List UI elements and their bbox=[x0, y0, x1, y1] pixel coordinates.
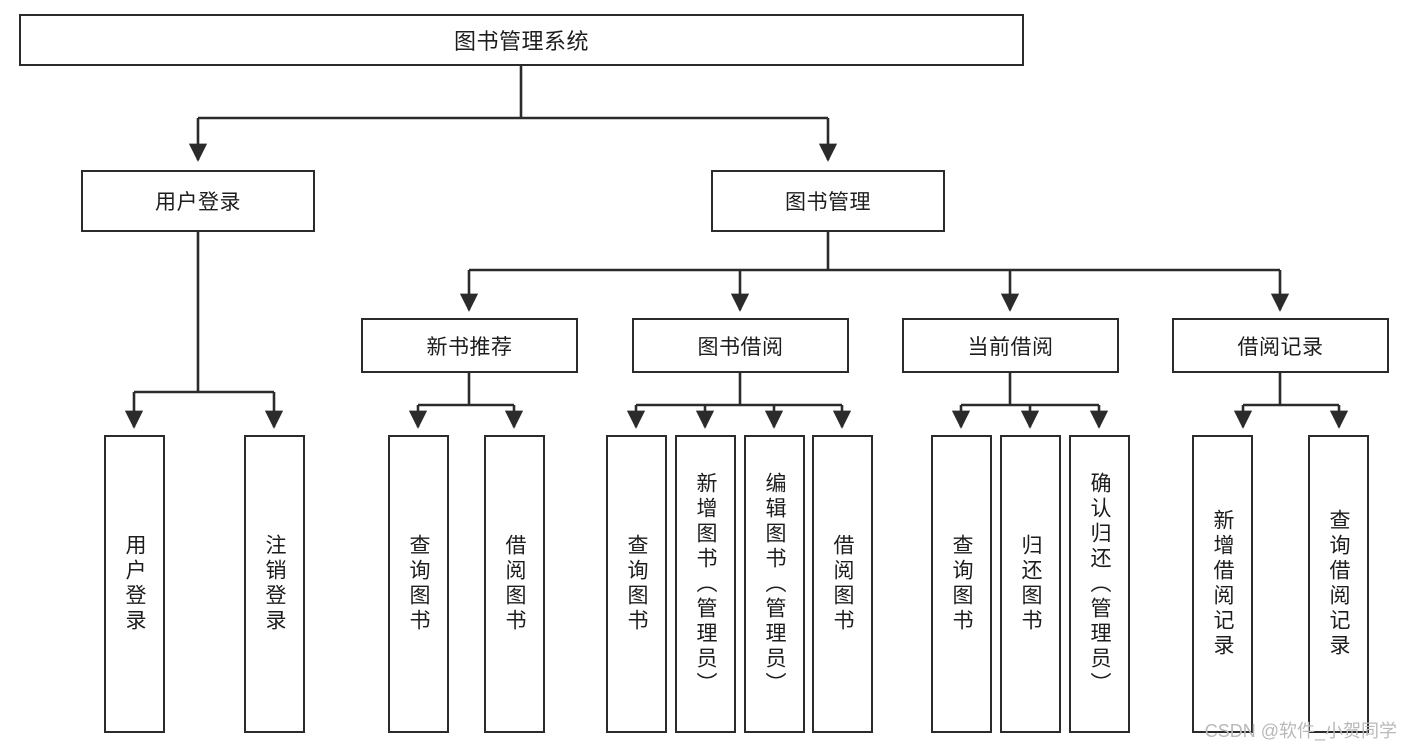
node-root-book-management-system[interactable]: 图书管理系统 bbox=[19, 14, 1024, 66]
node-label: 图书借阅 bbox=[697, 335, 784, 359]
node-borrow-record[interactable]: 借阅记录 bbox=[1172, 318, 1389, 373]
node-book-borrow[interactable]: 图书借阅 bbox=[632, 318, 849, 373]
node-label: 图书管理 bbox=[785, 191, 871, 214]
node-current-borrow[interactable]: 当前借阅 bbox=[902, 318, 1119, 373]
node-leaf-query-book-3[interactable]: 查询图书 bbox=[931, 435, 992, 733]
node-label: 查询图书 bbox=[625, 534, 648, 634]
node-leaf-query-book-1[interactable]: 查询图书 bbox=[388, 435, 449, 733]
node-label: 归还图书 bbox=[1019, 534, 1042, 634]
node-book-manage[interactable]: 图书管理 bbox=[711, 170, 945, 232]
node-leaf-borrow-book-2[interactable]: 借阅图书 bbox=[812, 435, 873, 733]
node-leaf-edit-book[interactable]: 编辑图书（管理员） bbox=[744, 435, 805, 733]
node-label: 新增图书（管理员） bbox=[694, 471, 717, 697]
csdn-watermark: CSDN @软件_小贺同学 bbox=[1204, 721, 1397, 741]
node-leaf-logout-login[interactable]: 注销登录 bbox=[244, 435, 305, 733]
node-label: 查询借阅记录 bbox=[1327, 509, 1350, 659]
node-label: 用户登录 bbox=[155, 191, 241, 214]
node-label: 当前借阅 bbox=[967, 335, 1054, 359]
node-label: 借阅记录 bbox=[1237, 335, 1324, 359]
node-label: 查询图书 bbox=[950, 534, 973, 634]
node-label: 编辑图书（管理员） bbox=[763, 471, 786, 697]
node-label: 注销登录 bbox=[263, 534, 286, 634]
node-label: 查询图书 bbox=[407, 534, 430, 634]
node-user-login[interactable]: 用户登录 bbox=[81, 170, 315, 232]
node-label: 用户登录 bbox=[123, 534, 146, 634]
node-leaf-user-login[interactable]: 用户登录 bbox=[104, 435, 165, 733]
node-leaf-return-book[interactable]: 归还图书 bbox=[1000, 435, 1061, 733]
node-leaf-confirm-return[interactable]: 确认归还（管理员） bbox=[1069, 435, 1130, 733]
node-leaf-query-book-2[interactable]: 查询图书 bbox=[606, 435, 667, 733]
node-leaf-add-book[interactable]: 新增图书（管理员） bbox=[675, 435, 736, 733]
node-label: 确认归还（管理员） bbox=[1088, 471, 1111, 697]
node-label: 借阅图书 bbox=[831, 534, 854, 634]
node-label: 新书推荐 bbox=[426, 335, 513, 359]
node-leaf-add-record[interactable]: 新增借阅记录 bbox=[1192, 435, 1253, 733]
node-leaf-borrow-book-1[interactable]: 借阅图书 bbox=[484, 435, 545, 733]
node-label: 图书管理系统 bbox=[453, 29, 589, 54]
node-leaf-query-record[interactable]: 查询借阅记录 bbox=[1308, 435, 1369, 733]
node-label: 新增借阅记录 bbox=[1211, 509, 1234, 659]
node-new-book-recommend[interactable]: 新书推荐 bbox=[361, 318, 578, 373]
node-label: 借阅图书 bbox=[503, 534, 526, 634]
